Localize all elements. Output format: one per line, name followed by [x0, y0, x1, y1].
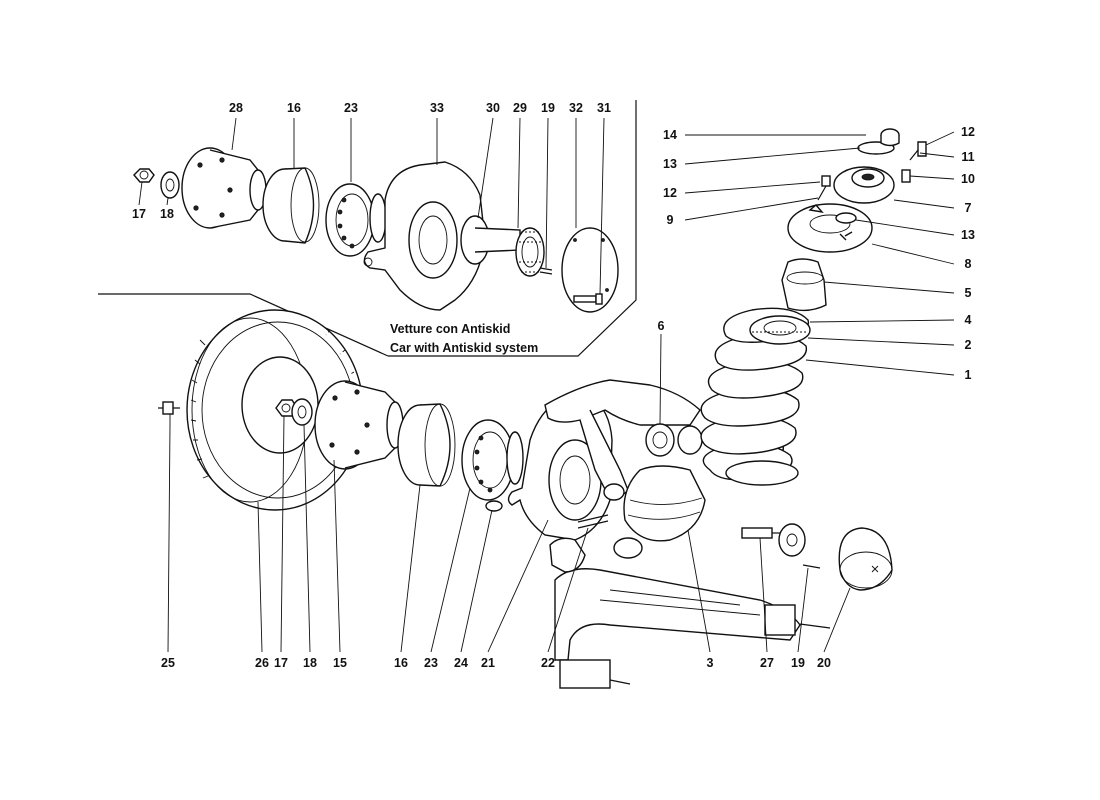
callout-22: 22: [541, 656, 555, 670]
callout-1: 1: [965, 368, 972, 382]
callout-18-bottom: 18: [303, 656, 317, 670]
inset-hub-28: [181, 147, 267, 229]
hub-15: [314, 380, 404, 470]
inset-stud-19: [539, 267, 553, 275]
right-callouts: 14 12 13 11 12 10 9 7 13 8 5 4 2 1 6: [658, 125, 975, 382]
inset-bearing-23: [325, 183, 387, 257]
stud-19: [802, 564, 821, 569]
callout-31: 31: [597, 101, 611, 115]
bottom-callouts: 25 26 17 18 15 16 23 24 21 22 3 27 19 20: [161, 656, 831, 670]
inset-tone-wheel-29: [515, 227, 545, 277]
callout-12-right: 12: [961, 125, 975, 139]
pin-27: [741, 523, 806, 557]
callout-29: 29: [513, 101, 527, 115]
callout-28: 28: [229, 101, 243, 115]
caption-italian: Vetture con Antiskid: [390, 322, 510, 336]
callout-23-bottom: 23: [424, 656, 438, 670]
leader-lines: [138, 117, 955, 653]
callout-17: 17: [132, 207, 146, 221]
bolt-10: [901, 169, 911, 183]
callout-13: 13: [663, 157, 677, 171]
inset-dust-cover-16: [262, 167, 320, 244]
caption-english: Car with Antiskid system: [390, 341, 538, 355]
callout-23: 23: [344, 101, 358, 115]
callout-18: 18: [160, 207, 174, 221]
callout-16: 16: [287, 101, 301, 115]
dust-cover-16: [397, 403, 456, 487]
antiskid-inset-frame: [98, 100, 637, 357]
inset-washer-18: [160, 171, 180, 199]
stud-25: [158, 401, 180, 424]
callout-3: 3: [707, 656, 714, 670]
callout-21: 21: [481, 656, 495, 670]
nut-14: [880, 128, 900, 147]
callout-5: 5: [965, 286, 972, 300]
hub-cap-20: [838, 527, 893, 591]
spring-seat-3: [613, 465, 706, 559]
callout-14: 14: [663, 128, 677, 142]
callout-16-bottom: 16: [394, 656, 408, 670]
callout-4: 4: [965, 313, 972, 327]
inset-callouts: 28 16 23 33 30 29 19 32 31 17 18: [132, 101, 611, 221]
callout-33: 33: [430, 101, 444, 115]
callout-26: 26: [255, 656, 269, 670]
inset-shaft-30: [460, 215, 521, 265]
bump-stop-5: [781, 258, 827, 312]
washer-18: [291, 398, 313, 426]
callout-13-lower: 13: [961, 228, 975, 242]
callout-12-left: 12: [663, 186, 677, 200]
bolt-11-12: [909, 141, 927, 161]
callout-32: 32: [569, 101, 583, 115]
lower-wishbone: [549, 537, 831, 689]
callout-24: 24: [454, 656, 468, 670]
callout-17-bottom: 17: [274, 656, 288, 670]
callout-7: 7: [965, 201, 972, 215]
callout-19-bottom: 19: [791, 656, 805, 670]
antiskid-caption: Vetture con Antiskid Car with Antiskid s…: [390, 322, 538, 355]
callout-27: 27: [760, 656, 774, 670]
callout-15: 15: [333, 656, 347, 670]
bearing-23: [461, 419, 524, 501]
spacer-24: [485, 500, 503, 512]
washer-13: [835, 212, 857, 224]
callout-8: 8: [965, 257, 972, 271]
callout-6: 6: [658, 319, 665, 333]
callout-9: 9: [667, 213, 674, 227]
inset-upright-33: [363, 161, 486, 311]
mount-plate-8: [787, 203, 873, 253]
callout-11: 11: [961, 150, 974, 164]
inset-screw-31: [573, 293, 603, 305]
inset-cover-plate-32: [561, 227, 619, 313]
bolt-22: [577, 514, 609, 529]
top-mount-7: [833, 166, 895, 204]
spring-seat-2: [749, 315, 811, 345]
callout-30: 30: [486, 101, 500, 115]
inset-nut-17: [133, 168, 155, 183]
bumper-6: [645, 423, 703, 457]
callout-25: 25: [161, 656, 175, 670]
bolt-12-left: [817, 175, 831, 201]
callout-20: 20: [817, 656, 831, 670]
callout-2: 2: [965, 338, 972, 352]
callout-10: 10: [961, 172, 975, 186]
callout-19: 19: [541, 101, 555, 115]
